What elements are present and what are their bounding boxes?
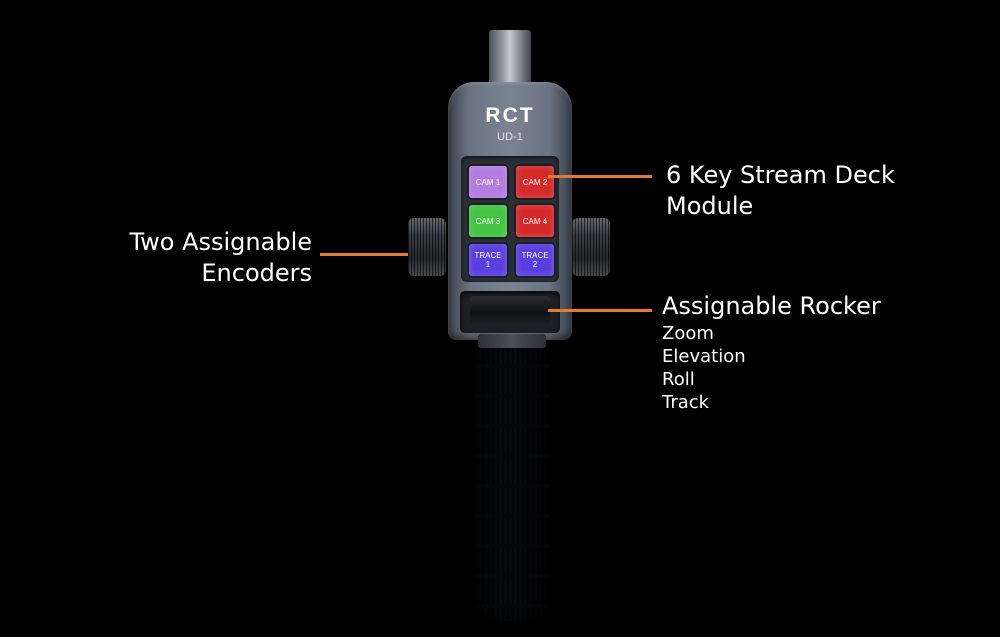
right-encoder-knob: [572, 218, 610, 276]
rocker-housing: [460, 291, 560, 333]
key-trace-1: TRACE 1: [467, 242, 509, 278]
callout-line-stream-deck: [548, 175, 652, 178]
callout-encoders: Two Assignable Encoders: [100, 227, 312, 289]
left-encoder-knob: [408, 218, 446, 276]
handle-collar: [478, 334, 546, 348]
key-cam-3: CAM 3: [467, 203, 509, 239]
callout-stream-deck: 6 Key Stream Deck Module: [666, 160, 895, 222]
brand-logo: RCT: [485, 104, 535, 127]
model-label: UD-1: [497, 131, 523, 143]
callout-line-encoders: [320, 253, 408, 256]
callout-rocker: Assignable Rocker Zoom Elevation Roll Tr…: [662, 291, 881, 414]
rocker-function-zoom: Zoom: [662, 323, 714, 344]
stream-deck-keypad: CAM 1 CAM 2 CAM 3 CAM 4 TRACE 1 TRACE 2: [461, 156, 559, 282]
rocker-function-roll: Roll: [662, 369, 695, 390]
rocker-switch: [470, 296, 550, 326]
key-cam-4: CAM 4: [514, 203, 556, 239]
rocker-function-track: Track: [662, 392, 710, 413]
key-trace-2: TRACE 2: [514, 242, 556, 278]
key-cam-2: CAM 2: [514, 164, 556, 200]
key-cam-1: CAM 1: [467, 164, 509, 200]
callout-stream-deck-line1: 6 Key Stream Deck: [666, 161, 895, 189]
callout-encoders-line1: Two Assignable: [129, 228, 312, 256]
controller-body: RCT UD-1 CAM 1 CAM 2 CAM 3 CAM 4 TRACE 1…: [448, 82, 572, 340]
rocker-function-elevation: Elevation: [662, 346, 746, 367]
callout-stream-deck-line2: Module: [666, 192, 754, 220]
handle-grip: [474, 338, 550, 621]
callout-encoders-line2: Encoders: [201, 259, 312, 287]
callout-rocker-title: Assignable Rocker: [662, 292, 881, 320]
callout-line-rocker: [548, 309, 652, 312]
